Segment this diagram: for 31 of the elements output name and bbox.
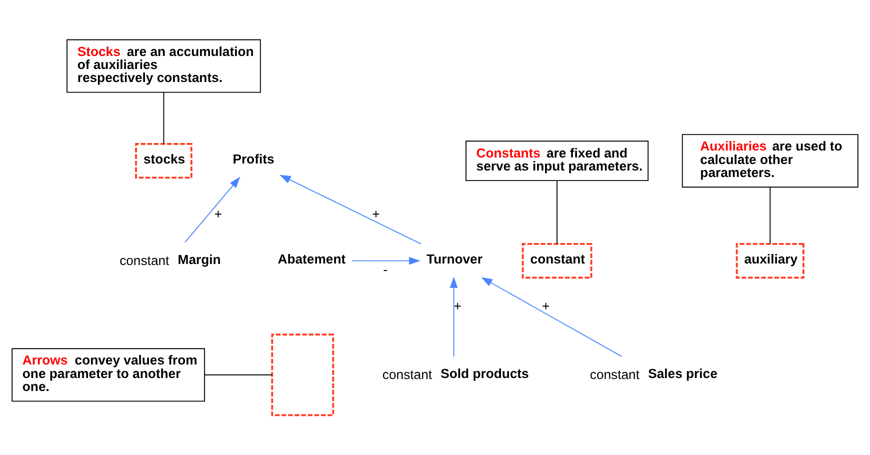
connector (163, 92, 164, 144)
node-label: constant (590, 366, 640, 382)
node-box: Stocks are an accumulation of auxiliaries respectively constants. (66, 39, 261, 93)
edge-label: + (542, 298, 550, 314)
node-box (271, 334, 334, 416)
arrow (184, 176, 240, 243)
arrow (450, 276, 458, 357)
node-text: Sales price (648, 366, 718, 381)
node-box: Arrows convey values from one parameter to another one. (12, 348, 206, 402)
edge-label: + (214, 206, 222, 222)
node-label: constant (382, 366, 432, 382)
node-box: auxiliary (736, 243, 804, 279)
node-text: Sold products (440, 366, 529, 381)
arrow (352, 256, 420, 265)
edge-label: + (372, 206, 380, 222)
node-box: stocks (135, 143, 192, 179)
arrow (279, 174, 422, 244)
edge-label: - (383, 262, 388, 278)
node-label: constant (120, 252, 170, 268)
connector (204, 374, 272, 376)
connector (556, 180, 558, 244)
edge-label: + (454, 298, 462, 314)
node-box: Auxiliaries are used to calculate other parameters. (682, 134, 858, 188)
node-text: Profits (232, 151, 274, 166)
connector (770, 186, 771, 244)
node-text: Abatement (278, 251, 346, 266)
node-text: Turnover (426, 251, 482, 266)
node-box: constant (522, 243, 592, 279)
node-text: Margin (178, 252, 221, 267)
node-box: Constants are fixed and serve as input parameters. (466, 140, 649, 182)
arrow (481, 277, 622, 357)
